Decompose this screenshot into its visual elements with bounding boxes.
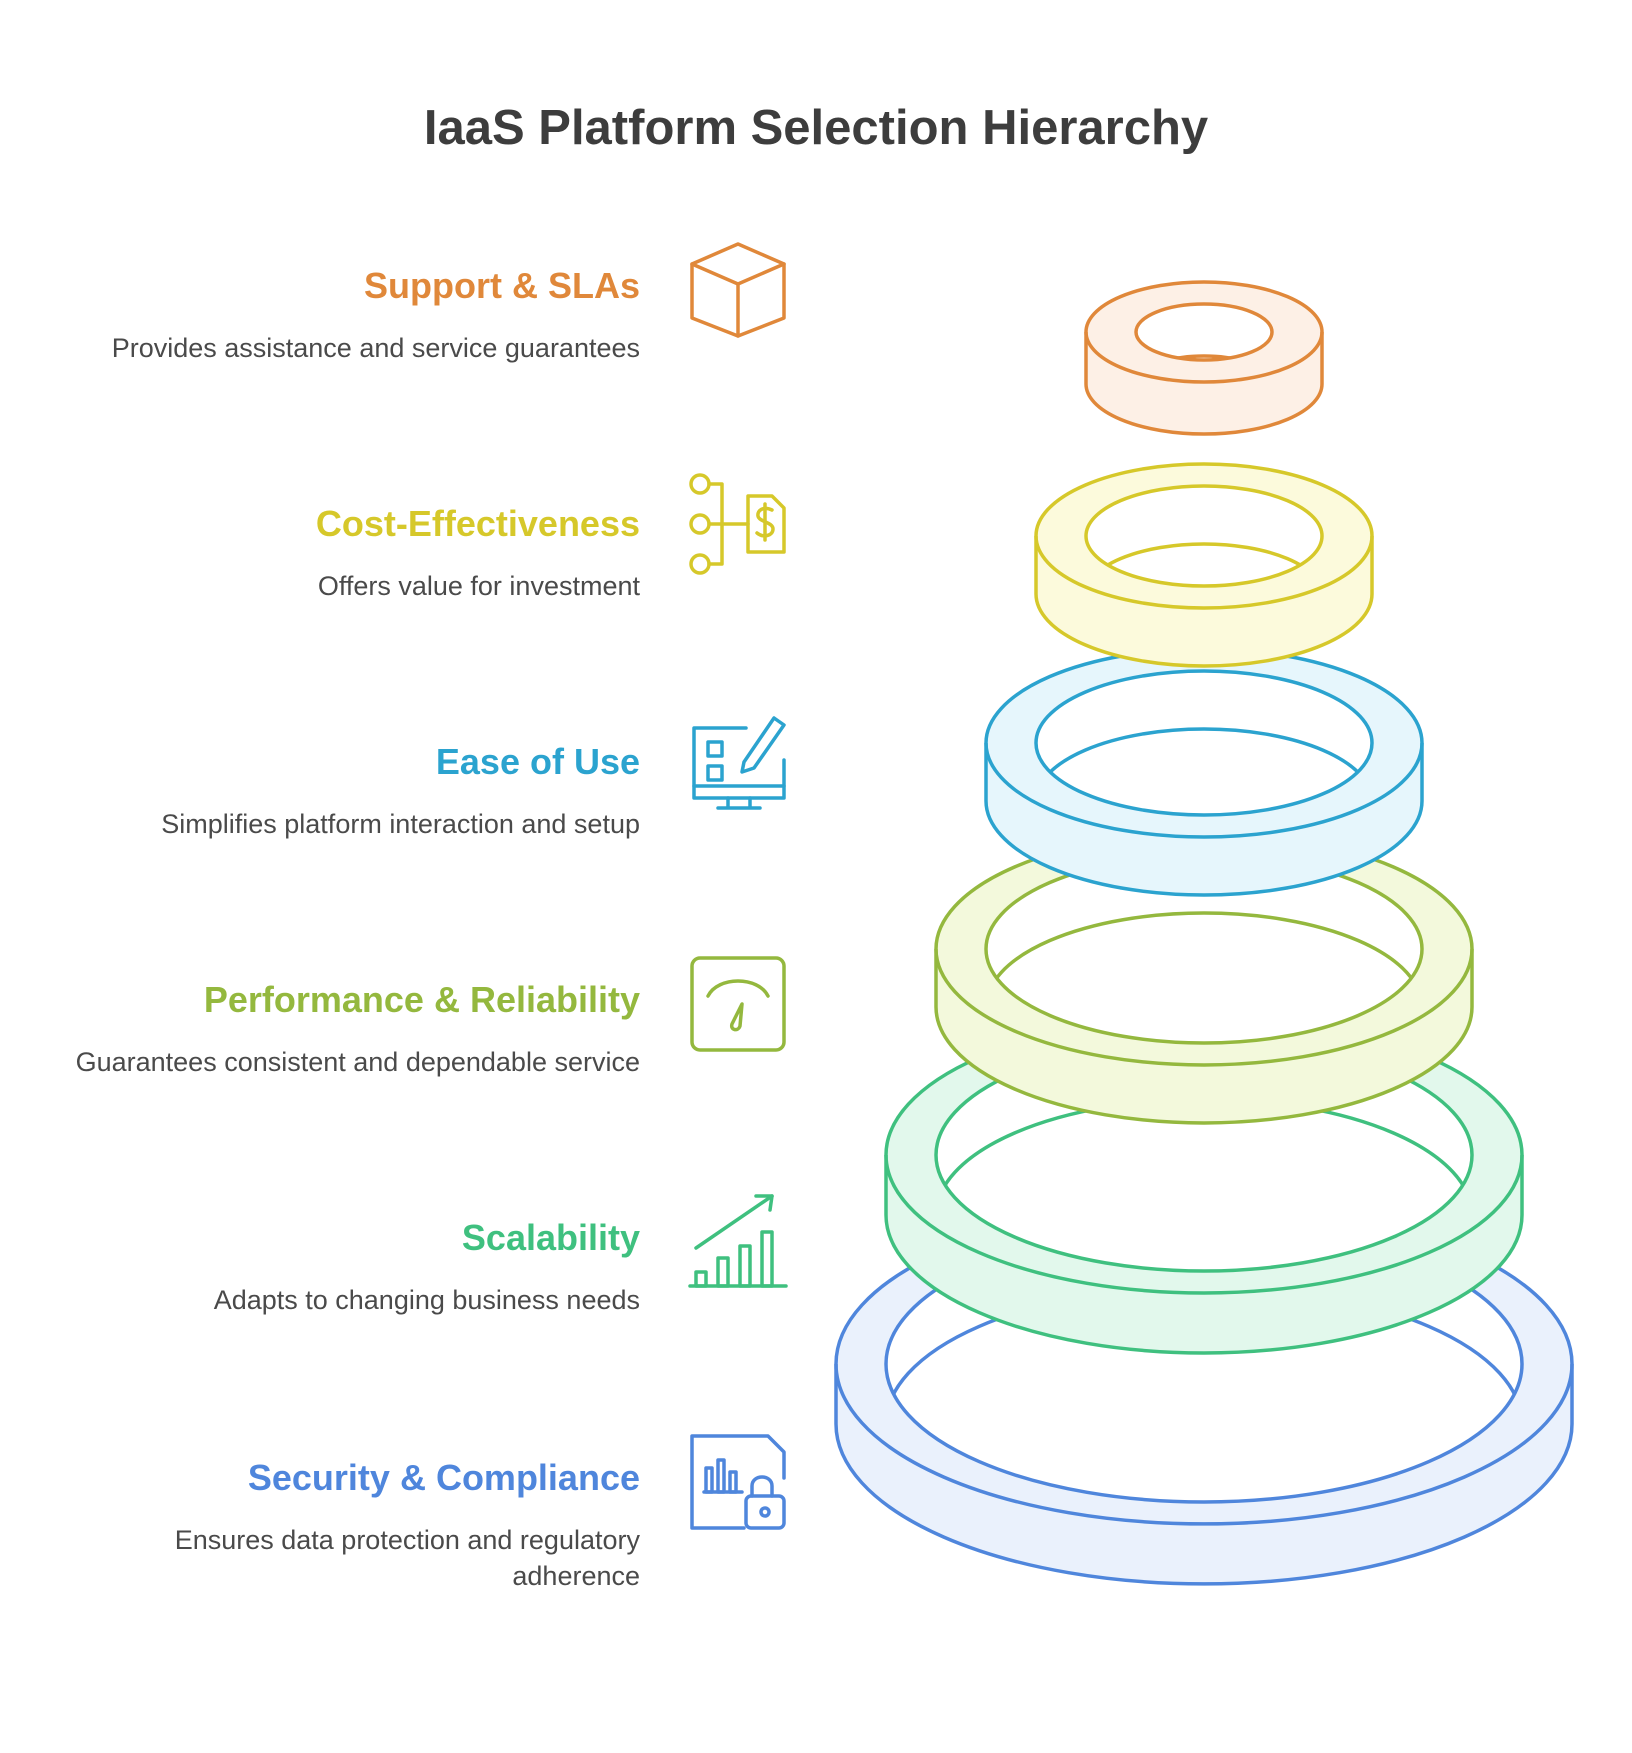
growth-chart-icon xyxy=(686,1188,790,1292)
gauge-icon xyxy=(686,952,790,1056)
level-description: Provides assistance and service guarante… xyxy=(111,333,640,363)
level-heading: Ease of Use xyxy=(435,741,640,782)
level-support: Support & SLAs Provides assistance and s… xyxy=(40,264,640,366)
level-cost: Cost-Effectiveness Offers value for inve… xyxy=(40,502,640,604)
level-heading: Performance & Reliability xyxy=(203,979,640,1020)
level-description: Adapts to changing business needs xyxy=(213,1285,640,1315)
level-heading: Support & SLAs xyxy=(364,265,640,306)
page-title: IaaS Platform Selection Hierarchy xyxy=(423,101,1209,155)
level-heading: Scalability xyxy=(461,1217,640,1258)
level-security: Security & Compliance Ensures data prote… xyxy=(40,1456,640,1594)
monitor-edit-icon xyxy=(686,710,790,814)
secure-document-icon xyxy=(686,1430,790,1534)
level-scalability: Scalability Adapts to changing business … xyxy=(40,1216,640,1318)
ring-2 xyxy=(984,647,1424,897)
ring-0 xyxy=(1084,280,1324,436)
level-description: Simplifies platform interaction and setu… xyxy=(161,809,640,839)
level-heading: Security & Compliance xyxy=(247,1457,640,1498)
level-performance: Performance & Reliability Guarantees con… xyxy=(40,978,640,1080)
cost-flow-icon xyxy=(686,472,790,576)
level-description: Ensures data protection and regulatory a… xyxy=(174,1525,640,1591)
ring-1 xyxy=(1034,462,1374,668)
box-icon xyxy=(686,238,790,342)
level-heading: Cost-Effectiveness xyxy=(315,503,640,544)
level-description: Offers value for investment xyxy=(317,571,640,601)
level-ease: Ease of Use Simplifies platform interact… xyxy=(40,740,640,842)
level-description: Guarantees consistent and dependable ser… xyxy=(75,1047,640,1077)
